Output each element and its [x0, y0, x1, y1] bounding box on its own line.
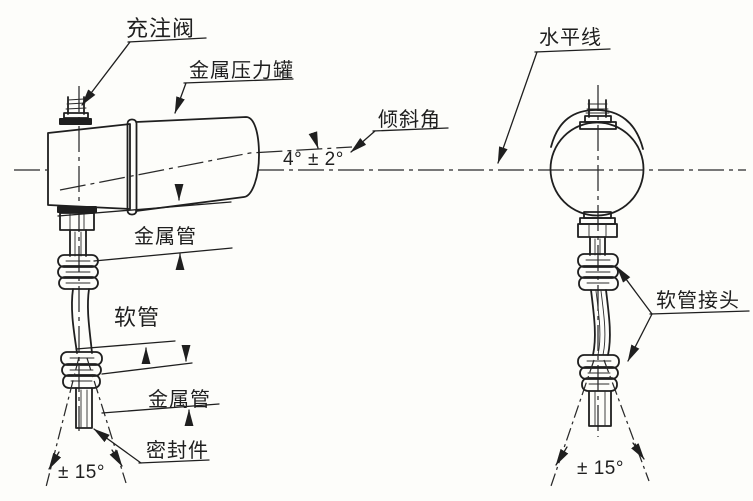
cone-arrow-left [48, 451, 62, 470]
label-hose-connector: 软管接头 [656, 289, 740, 312]
end-view-outlet-fitting [577, 211, 618, 238]
end-view-hose [590, 289, 611, 356]
end-view-connector-lower [577, 354, 620, 392]
tank-end-circle [549, 121, 645, 217]
label-seal: 密封件 [146, 439, 209, 462]
label-metal-tube-lower: 金属管 [148, 388, 211, 411]
labels: 充注阀 金属压力罐 水平线 倾斜角 4° ± 2° 金属管 软管 金属管 密封件… [58, 16, 740, 483]
tank-dome-arc [550, 109, 644, 150]
tilt-angle-tick [308, 131, 319, 149]
cone-arrow-left [555, 446, 569, 466]
fill-valve [59, 96, 92, 125]
dimension-brackets [57, 131, 319, 427]
label-tilt-angle-value: 4° ± 2° [283, 149, 344, 170]
tank-left-section [47, 123, 131, 210]
tank-end-view [549, 99, 650, 487]
label-tilt-angle: 倾斜角 [378, 108, 441, 131]
leader-horizontal-line [497, 51, 538, 164]
tank-cylinder [135, 116, 260, 212]
leader-hose-connector-underline [649, 310, 750, 315]
cone-arrow-right [631, 442, 645, 460]
leader-fill-valve [81, 41, 131, 106]
leader-seal-underline [138, 459, 210, 464]
label-leaders [81, 37, 750, 464]
centerlines [14, 85, 746, 437]
swing-cone-end [550, 359, 650, 487]
leader-tank [174, 82, 187, 114]
leader-hose-connector-lower [627, 313, 653, 362]
label-fill-valve: 充注阀 [126, 16, 195, 41]
hose-connector-lower [60, 351, 103, 389]
leader-horizontal-line-underline [534, 48, 611, 53]
metal-tube-upper [69, 229, 87, 257]
label-swing-angle-side: ± 15° [58, 462, 105, 483]
leader-seal [93, 428, 142, 464]
cone-arrow-right [109, 449, 123, 467]
label-metal-tube-upper: 金属管 [134, 225, 197, 248]
end-view-metal-tube [589, 236, 606, 256]
label-hose: 软管 [114, 305, 160, 330]
leader-fill-valve-underline [127, 37, 207, 43]
metal-tube-lower [75, 387, 93, 429]
swing-cone-side [45, 356, 127, 488]
tank-side-view [45, 96, 260, 488]
end-view-sleeve-tube [588, 390, 612, 427]
label-swing-angle-end: ± 15° [577, 458, 624, 479]
tilted-centerline [59, 146, 353, 191]
label-tank: 金属压力罐 [189, 59, 294, 82]
tank-outlet-fitting [57, 206, 97, 231]
tank-body [47, 116, 260, 216]
leader-tank-underline [183, 78, 294, 84]
leader-tilt-angle-underline [372, 127, 449, 132]
hose-connector-upper [57, 254, 99, 290]
tank-flange-ring [126, 118, 138, 216]
label-horizontal-line: 水平线 [539, 26, 602, 49]
hose [71, 288, 93, 354]
leader-tilt-angle [350, 130, 376, 153]
leader-hose-connector-upper [616, 266, 653, 315]
